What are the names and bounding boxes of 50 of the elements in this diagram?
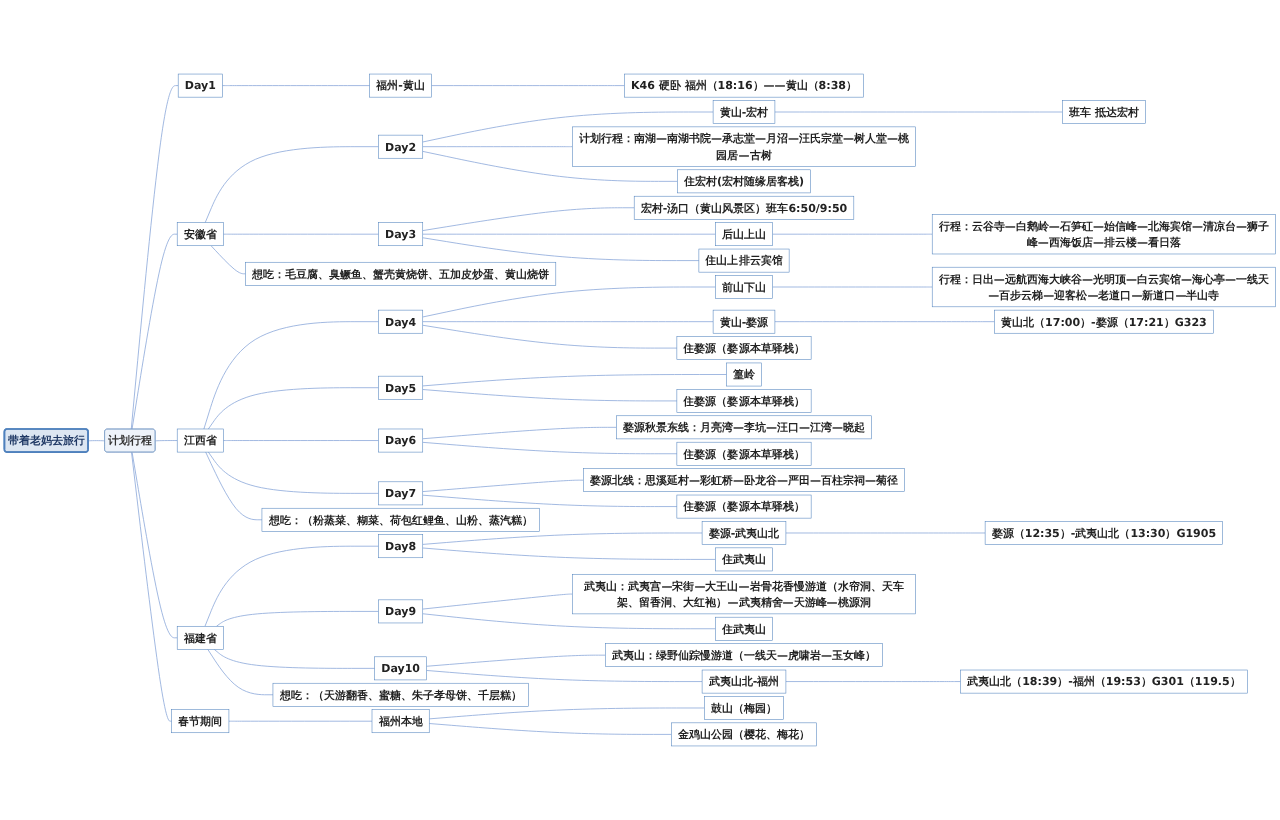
- connector: [222, 85, 371, 86]
- connector: [131, 451, 173, 722]
- connector: [428, 723, 672, 735]
- connector: [422, 321, 714, 323]
- connector: [210, 245, 246, 275]
- connector: [772, 286, 933, 288]
- connector: [774, 321, 995, 323]
- connector: [204, 146, 379, 224]
- connector: [130, 85, 179, 430]
- connector: [223, 233, 379, 235]
- connector: [422, 547, 716, 560]
- connector: [426, 670, 703, 682]
- connector: [422, 494, 678, 507]
- connector: [422, 150, 678, 182]
- connector: [422, 426, 617, 440]
- connector: [422, 593, 573, 610]
- connector: [203, 321, 379, 430]
- connector: [216, 611, 379, 627]
- connector: [223, 440, 379, 441]
- connector: [131, 233, 178, 430]
- connector: [422, 479, 584, 492]
- connector: [422, 207, 635, 231]
- connector: [422, 441, 678, 455]
- connector: [207, 648, 274, 696]
- connector: [785, 681, 961, 682]
- connector: [422, 237, 700, 261]
- connector: [422, 233, 716, 235]
- connector: [228, 720, 373, 722]
- connector: [422, 286, 716, 318]
- connector: [207, 387, 379, 430]
- connector: [428, 707, 705, 720]
- connector: [87, 440, 106, 442]
- connector: [426, 654, 606, 667]
- connector: [422, 532, 703, 545]
- connector: [422, 374, 727, 387]
- connector: [131, 451, 178, 639]
- connector: [422, 146, 573, 148]
- connector: [785, 532, 986, 534]
- connector: [431, 85, 625, 86]
- connector: [422, 613, 716, 630]
- connector: [772, 233, 933, 235]
- connector: [204, 545, 379, 627]
- connector: [155, 440, 178, 442]
- connector: [205, 451, 263, 521]
- connector: [422, 324, 678, 349]
- connector: [213, 648, 376, 669]
- connector: [774, 111, 1063, 113]
- connector: [207, 451, 379, 494]
- connector: [422, 389, 678, 402]
- connector: [422, 111, 714, 143]
